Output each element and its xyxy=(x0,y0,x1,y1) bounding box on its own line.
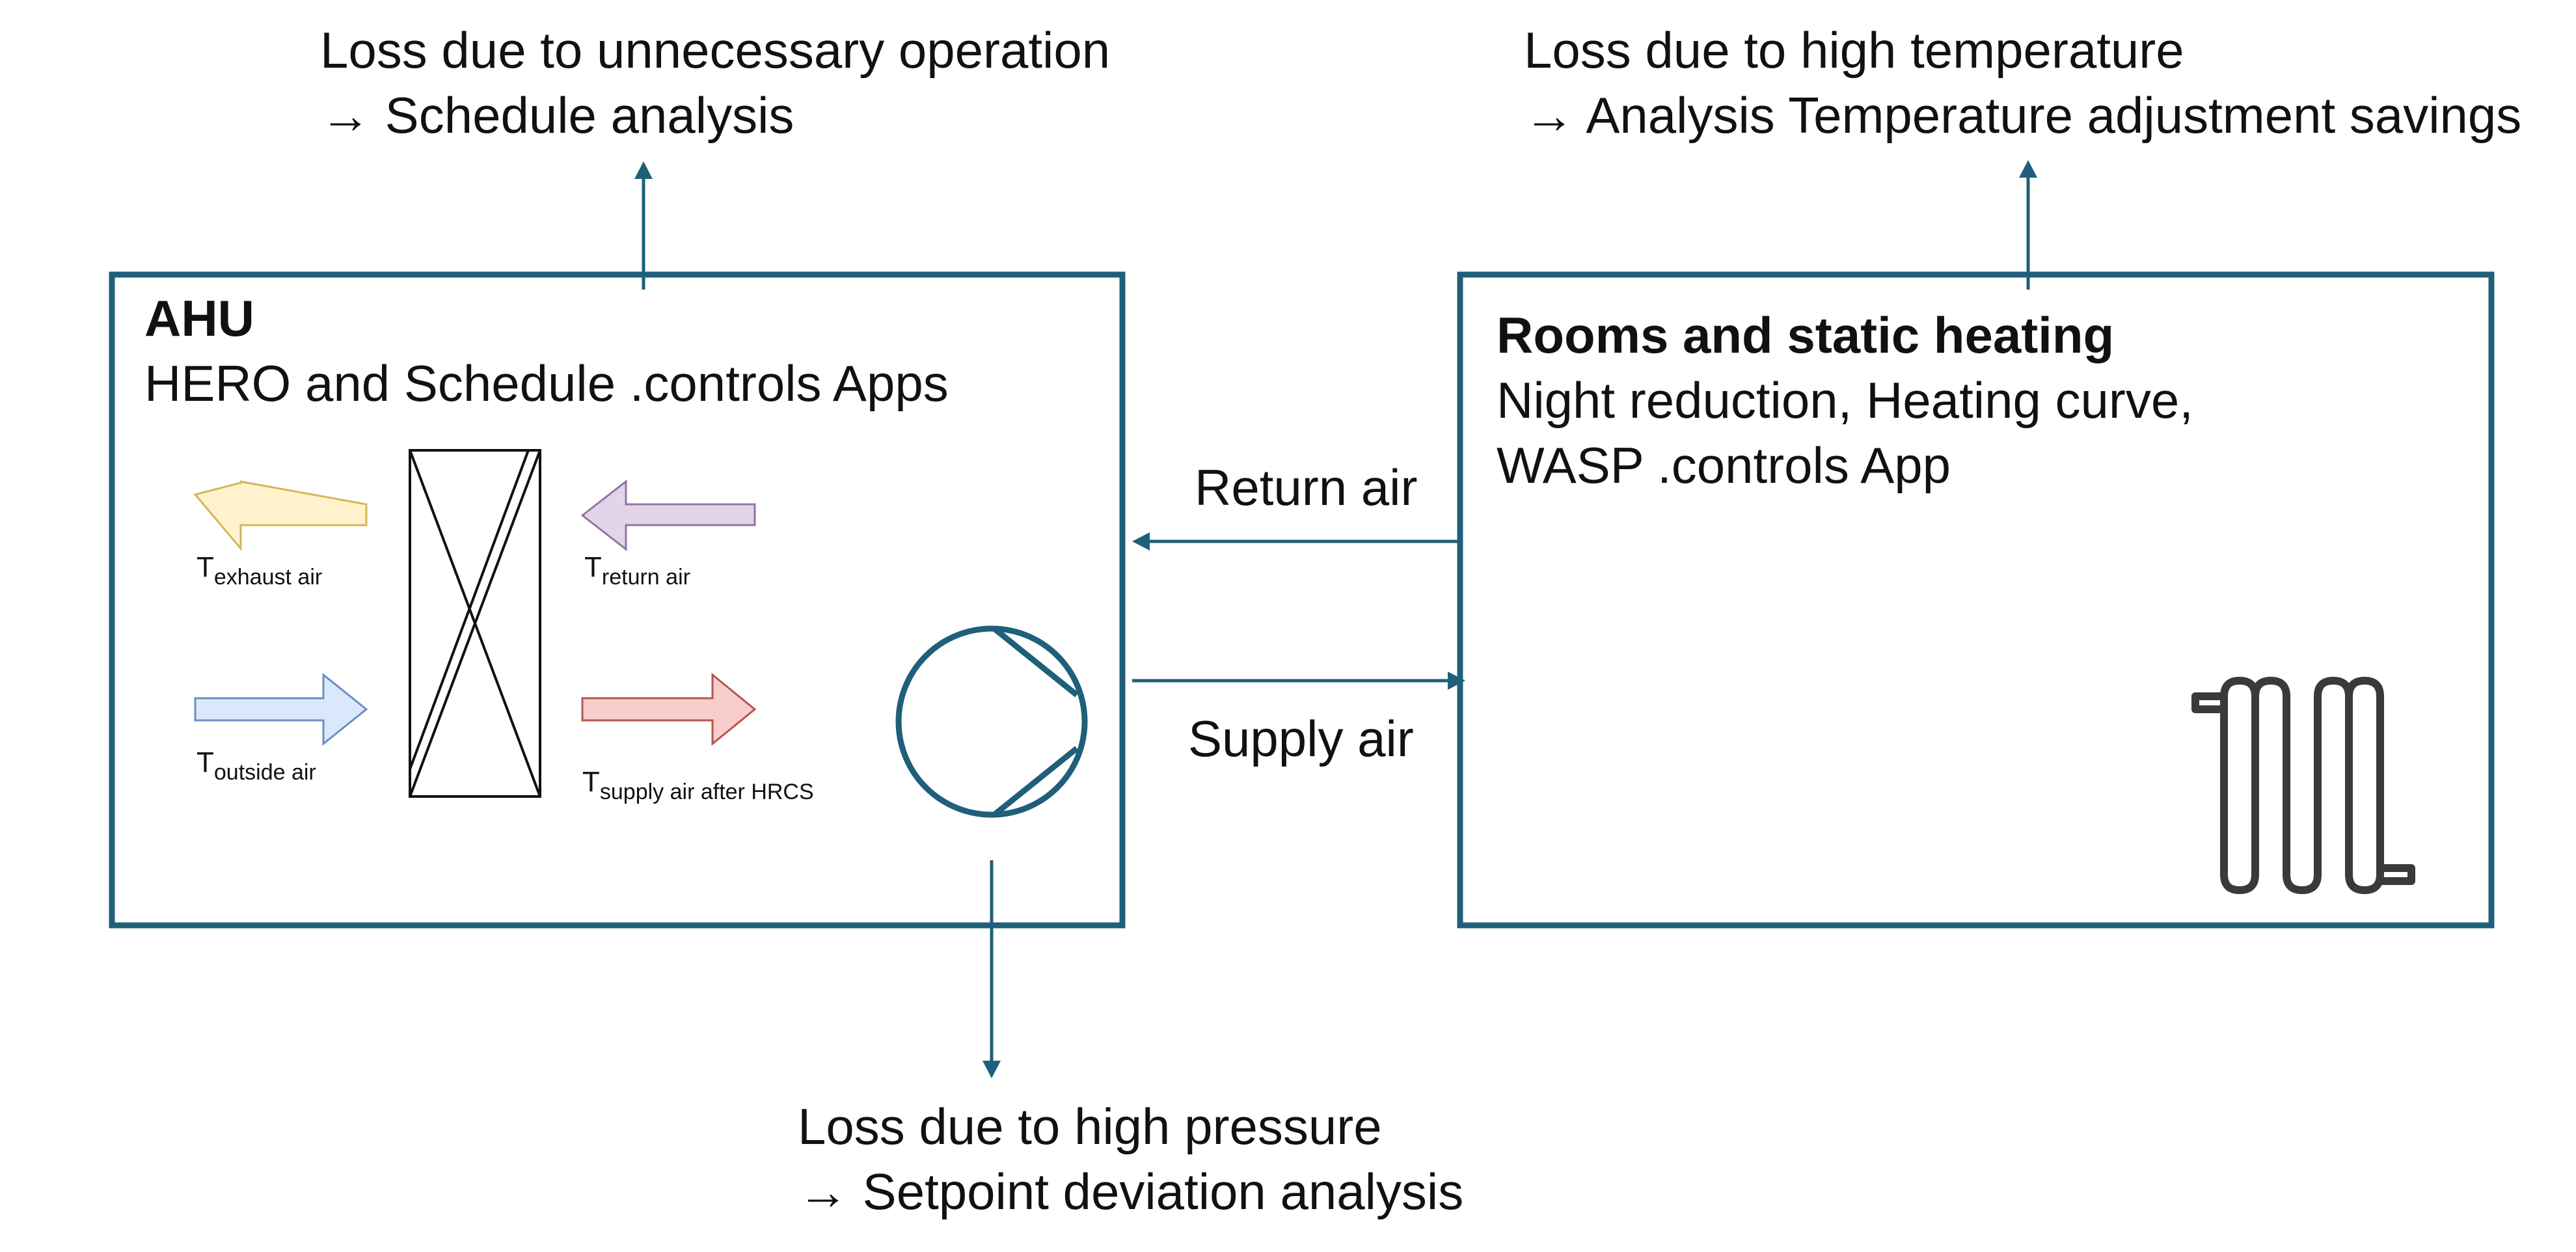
rooms-box xyxy=(1457,271,2495,929)
return-air-label: Return air xyxy=(1195,459,1418,516)
temperature-loss-arrow xyxy=(2019,160,2037,290)
temperature-loss-title: Loss due to high temperature xyxy=(1524,21,2184,79)
schedule-loss-title: Loss due to unnecessary operation xyxy=(320,21,1111,79)
fan-icon xyxy=(895,625,1088,818)
return-air-arrow xyxy=(1132,532,1460,551)
ahu-box xyxy=(109,271,1126,929)
schedule-loss-action: → Schedule analysis xyxy=(320,87,794,144)
pressure-loss-title: Loss due to high pressure xyxy=(798,1098,1382,1155)
return-air-temp-label: Treturn air xyxy=(584,551,690,590)
temperature-loss-action: → Analysis Temperature adjustment saving… xyxy=(1524,87,2522,144)
heat-exchanger-icon xyxy=(409,449,541,798)
exhaust-air-label: Texhaust air xyxy=(197,551,323,590)
schedule-loss-arrow xyxy=(634,161,653,290)
supply-air-temp-label: Tsupply air after HRCS xyxy=(582,766,814,804)
return-air-inlet-arrow-icon xyxy=(580,479,756,552)
exhaust-air-arrow-icon xyxy=(193,480,368,552)
supply-air-arrow xyxy=(1132,672,1465,690)
ahu-subtitle: HERO and Schedule .controls Apps xyxy=(144,355,949,412)
supply-air-outlet-arrow-icon xyxy=(581,672,757,746)
radiator-icon xyxy=(2191,677,2415,894)
outside-air-label: Toutside air xyxy=(197,746,316,785)
pressure-loss-arrow xyxy=(983,860,1001,1078)
outside-air-arrow-icon xyxy=(194,672,368,746)
supply-air-label: Supply air xyxy=(1188,710,1414,767)
rooms-title: Rooms and static heating xyxy=(1497,306,2115,364)
rooms-controls-line1: Night reduction, Heating curve, xyxy=(1497,372,2193,429)
rooms-controls-line2: WASP .controls App xyxy=(1497,437,1951,494)
pressure-loss-action: → Setpoint deviation analysis xyxy=(798,1163,1464,1220)
ahu-title: AHU xyxy=(144,290,254,347)
